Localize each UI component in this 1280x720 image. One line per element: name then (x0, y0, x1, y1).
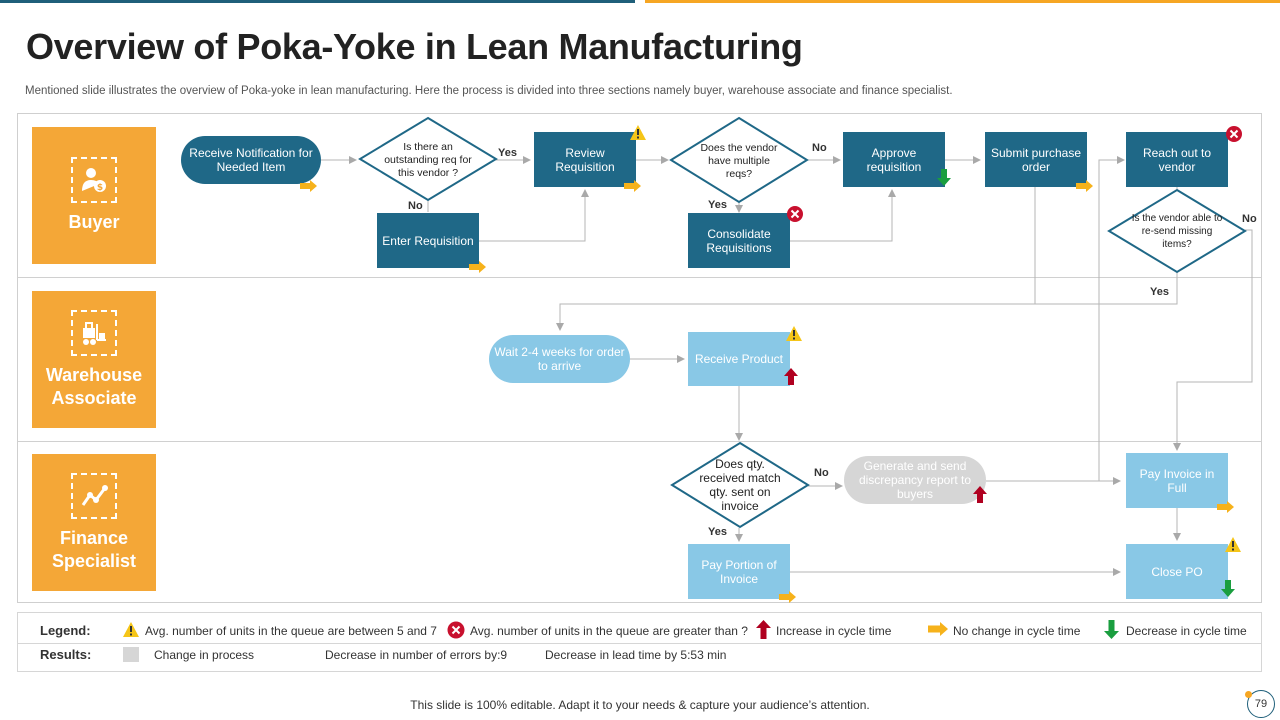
node-review-requisition: Review Requisition (534, 132, 636, 187)
edge-label-yes: Yes (708, 526, 727, 538)
decision-outstanding-req: Is there an outstanding req for this ven… (384, 140, 472, 179)
footer-note: This slide is 100% editable. Adapt it to… (410, 698, 870, 712)
node-consolidate-requisitions: Consolidate Requisitions (688, 213, 790, 268)
node-reach-vendor: Reach out to vendor (1126, 132, 1228, 187)
warning-icon (1225, 537, 1241, 552)
page-number-dot (1245, 691, 1252, 698)
slide-title: Overview of Poka-Yoke in Lean Manufactur… (26, 26, 803, 67)
finance-chart-icon (71, 472, 117, 519)
increase-arrow-icon (756, 620, 771, 639)
lane-divider (17, 277, 1262, 278)
no-change-arrow-icon (300, 180, 317, 192)
node-pay-portion: Pay Portion of Invoice (688, 544, 790, 599)
decrease-arrow-icon (1104, 620, 1119, 639)
lane-buyer: $ Buyer (32, 127, 156, 264)
node-enter-requisition: Enter Requisition (377, 213, 479, 268)
legend-divider (17, 643, 1262, 644)
edge-label-yes: Yes (1150, 286, 1169, 298)
results-item-lead-time: Decrease in lead time by 5:53 min (545, 648, 727, 662)
warning-icon (123, 622, 139, 637)
increase-arrow-icon (973, 486, 987, 503)
no-change-arrow-icon (624, 180, 641, 192)
page-number: 79 (1247, 690, 1275, 718)
decision-multiple-reqs: Does the vendor have multiple reqs? (700, 141, 778, 180)
no-change-arrow-icon (1217, 501, 1234, 513)
change-in-process-swatch (123, 647, 139, 662)
warning-icon (630, 125, 646, 140)
decrease-arrow-icon (937, 169, 951, 186)
lane-label: Warehouse Associate (45, 364, 143, 408)
slide-subtitle: Mentioned slide illustrates the overview… (25, 85, 953, 97)
no-change-arrow-icon (1076, 180, 1093, 192)
no-change-arrow-icon (928, 622, 948, 636)
increase-arrow-icon (784, 368, 798, 385)
error-icon (447, 621, 465, 639)
node-pay-full: Pay Invoice in Full (1126, 453, 1228, 508)
buyer-money-icon: $ (71, 157, 117, 203)
node-receive-product: Receive Product (688, 332, 790, 386)
legend-label: Legend: (40, 623, 91, 638)
svg-text:$: $ (97, 183, 103, 193)
legend-item-increase: Increase in cycle time (776, 624, 892, 638)
error-icon (1225, 125, 1243, 143)
decision-shapes (358, 116, 1247, 529)
no-change-arrow-icon (469, 261, 486, 273)
edge-label-no: No (814, 467, 829, 479)
top-accent-bar-left (0, 0, 635, 3)
results-item-errors: Decrease in number of errors by:9 (325, 648, 508, 662)
legend-panel (17, 612, 1262, 672)
decrease-arrow-icon (1221, 580, 1235, 597)
lane-label: Finance Specialist (51, 527, 137, 571)
forklift-icon (71, 309, 117, 356)
error-icon (786, 205, 804, 223)
edge-label-no: No (408, 200, 423, 212)
lane-label: Buyer (68, 212, 120, 232)
lane-divider (17, 441, 1262, 442)
legend-item-decrease: Decrease in cycle time (1126, 624, 1247, 638)
legend-item-warning: Avg. number of units in the queue are be… (145, 624, 437, 638)
decision-qty-match: Does qty. received match qty. sent on in… (699, 457, 781, 513)
top-accent-bar-right (645, 0, 1280, 3)
node-discrepancy-report: Generate and send discrepancy report to … (844, 456, 986, 504)
edge-label-yes: Yes (498, 147, 517, 159)
legend-item-error: Avg. number of units in the queue are gr… (470, 624, 748, 638)
edge-label-no: No (812, 142, 827, 154)
process-frame (17, 113, 1262, 603)
lane-finance-specialist: Finance Specialist (32, 454, 156, 591)
node-submit-po: Submit purchase order (985, 132, 1087, 187)
edge-label-no: No (1242, 213, 1257, 225)
edge-label-yes: Yes (708, 199, 727, 211)
node-close-po: Close PO (1126, 544, 1228, 599)
node-approve-requisition: Approve requisition (843, 132, 945, 187)
lane-warehouse-associate: Warehouse Associate (32, 291, 156, 428)
node-wait-weeks: Wait 2-4 weeks for order to arrive (489, 335, 630, 383)
node-receive-notification: Receive Notification for Needed Item (181, 136, 321, 184)
results-item-change: Change in process (154, 648, 255, 662)
legend-item-no-change: No change in cycle time (953, 624, 1081, 638)
decision-resend-missing: Is the vendor able to re-send missing it… (1131, 212, 1223, 250)
no-change-arrow-icon (779, 591, 796, 603)
results-label: Results: (40, 647, 92, 662)
warning-icon (786, 326, 802, 341)
